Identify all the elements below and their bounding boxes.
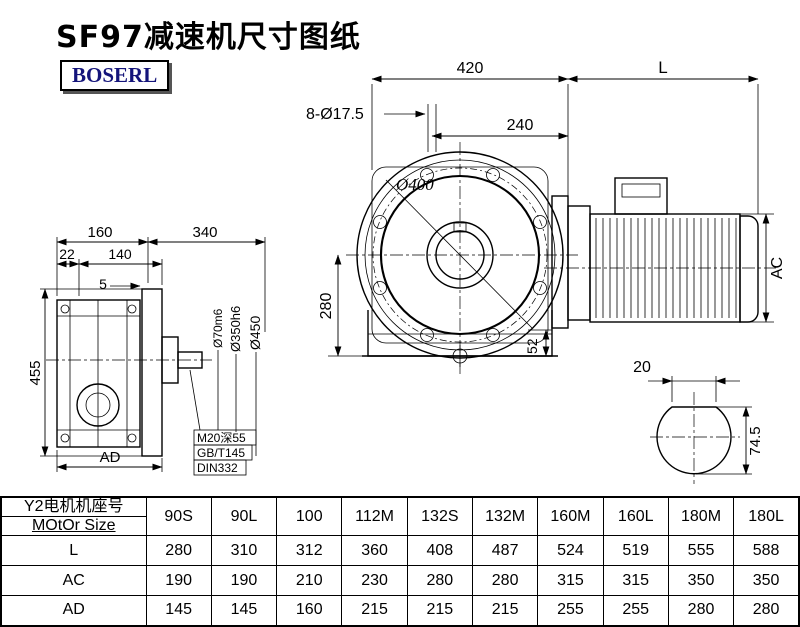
cell-ac-3: 230 — [341, 565, 408, 596]
boserl-logo: BOSERL — [60, 60, 170, 91]
cell-l-6: 524 — [537, 535, 604, 566]
cell-ac-6: 315 — [537, 565, 604, 596]
cell-ad-6: 255 — [537, 595, 604, 626]
col-90l: 90L — [210, 496, 278, 536]
side-view-gearbox — [46, 288, 212, 457]
col-112m: 112M — [341, 496, 408, 536]
cell-ad-0: 145 — [145, 595, 212, 626]
table-header-row: Y2电机机座号 MOtOr Size 90S 90L 100 112M 132S… — [0, 496, 800, 536]
dim-ad-label: AD — [100, 449, 121, 466]
cell-ad-2: 160 — [276, 595, 343, 626]
shaft-section-view: 20 74.5 — [633, 359, 764, 484]
shaft-height-label: 74.5 — [747, 426, 764, 455]
cell-ad-5: 215 — [471, 595, 539, 626]
cell-l-9: 588 — [733, 535, 800, 566]
cell-ac-0: 190 — [145, 565, 212, 596]
flange-dia-label: Ø400 — [395, 175, 434, 194]
col-132s: 132S — [406, 496, 473, 536]
dim-340-label: 340 — [192, 224, 217, 241]
header-cn: Y2电机机座号 — [2, 498, 146, 517]
col-160m: 160M — [537, 496, 604, 536]
table-row-l: L 280 310 312 360 408 487 524 519 555 58… — [0, 535, 800, 566]
dim-140-label: 140 — [108, 246, 132, 262]
cell-ad-8: 280 — [667, 595, 735, 626]
flange-od-label: Ø450 — [247, 316, 263, 350]
tap-note-3: DIN332 — [197, 461, 238, 475]
dim-ac-label: AC — [769, 257, 786, 279]
dim-240-label: 240 — [507, 117, 534, 134]
cell-ac-4: 280 — [406, 565, 473, 596]
col-90s: 90S — [145, 496, 212, 536]
table-header-motor-size: Y2电机机座号 MOtOr Size — [0, 496, 147, 536]
cell-l-0: 280 — [145, 535, 212, 566]
cell-ac-5: 280 — [471, 565, 539, 596]
cell-ad-7: 255 — [602, 595, 669, 626]
dim-5-label: 5 — [99, 276, 107, 292]
tap-note-1: M20深55 — [197, 431, 246, 445]
cell-ac-1: 190 — [210, 565, 278, 596]
row-label-ad: AD — [0, 595, 147, 626]
cell-ac-9: 350 — [733, 565, 800, 596]
dim-455-label: 455 — [27, 360, 44, 385]
page-title: SF97减速机尺寸图纸 — [56, 20, 361, 55]
dim-22-label: 22 — [59, 246, 75, 262]
side-view-dimensions: 160 340 22 140 5 455 AD Ø — [27, 224, 266, 476]
dim-l-label: L — [658, 58, 667, 77]
dim-420-label: 420 — [457, 60, 484, 77]
spigot-dia-label: Ø350h6 — [228, 306, 243, 352]
col-180l: 180L — [733, 496, 800, 536]
holes-label: 8-Ø17.5 — [306, 106, 364, 123]
cell-ad-4: 215 — [406, 595, 473, 626]
cell-ac-8: 350 — [667, 565, 735, 596]
col-132m: 132M — [471, 496, 539, 536]
dim-52-label: 52 — [524, 338, 540, 354]
row-label-l: L — [0, 535, 147, 566]
col-160l: 160L — [602, 496, 669, 536]
table-row-ac: AC 190 190 210 230 280 280 315 315 350 3… — [0, 565, 800, 596]
header-en: MOtOr Size — [31, 517, 116, 534]
motor-size-table: Y2电机机座号 MOtOr Size 90S 90L 100 112M 132S… — [0, 496, 800, 627]
technical-drawing: 160 340 22 140 5 455 AD Ø — [27, 58, 786, 484]
dim-280-label: 280 — [318, 293, 335, 320]
tap-note-2: GB/T145 — [197, 446, 245, 460]
front-view-gearbox: Ø400 — [346, 142, 578, 374]
cell-l-7: 519 — [602, 535, 669, 566]
cell-ad-9: 280 — [733, 595, 800, 626]
table-row-ad: AD 145 145 160 215 215 215 255 255 280 2… — [0, 595, 800, 626]
cell-l-4: 408 — [406, 535, 473, 566]
cell-ad-3: 215 — [341, 595, 408, 626]
cell-l-3: 360 — [341, 535, 408, 566]
row-label-ac: AC — [0, 565, 147, 596]
cell-ad-1: 145 — [210, 595, 278, 626]
dim-160-label: 160 — [87, 224, 112, 241]
cell-l-2: 312 — [276, 535, 343, 566]
cell-ac-7: 315 — [602, 565, 669, 596]
col-100: 100 — [276, 496, 343, 536]
cell-l-8: 555 — [667, 535, 735, 566]
cell-l-1: 310 — [210, 535, 278, 566]
col-180m: 180M — [667, 496, 735, 536]
front-view-dimensions: 420 L 8-Ø17.5 240 280 52 — [306, 58, 759, 357]
cell-l-5: 487 — [471, 535, 539, 566]
shaft-dia-label: Ø70m6 — [211, 308, 225, 348]
cell-ac-2: 210 — [276, 565, 343, 596]
key-width-label: 20 — [633, 359, 651, 376]
motor-view: AC — [544, 177, 786, 329]
